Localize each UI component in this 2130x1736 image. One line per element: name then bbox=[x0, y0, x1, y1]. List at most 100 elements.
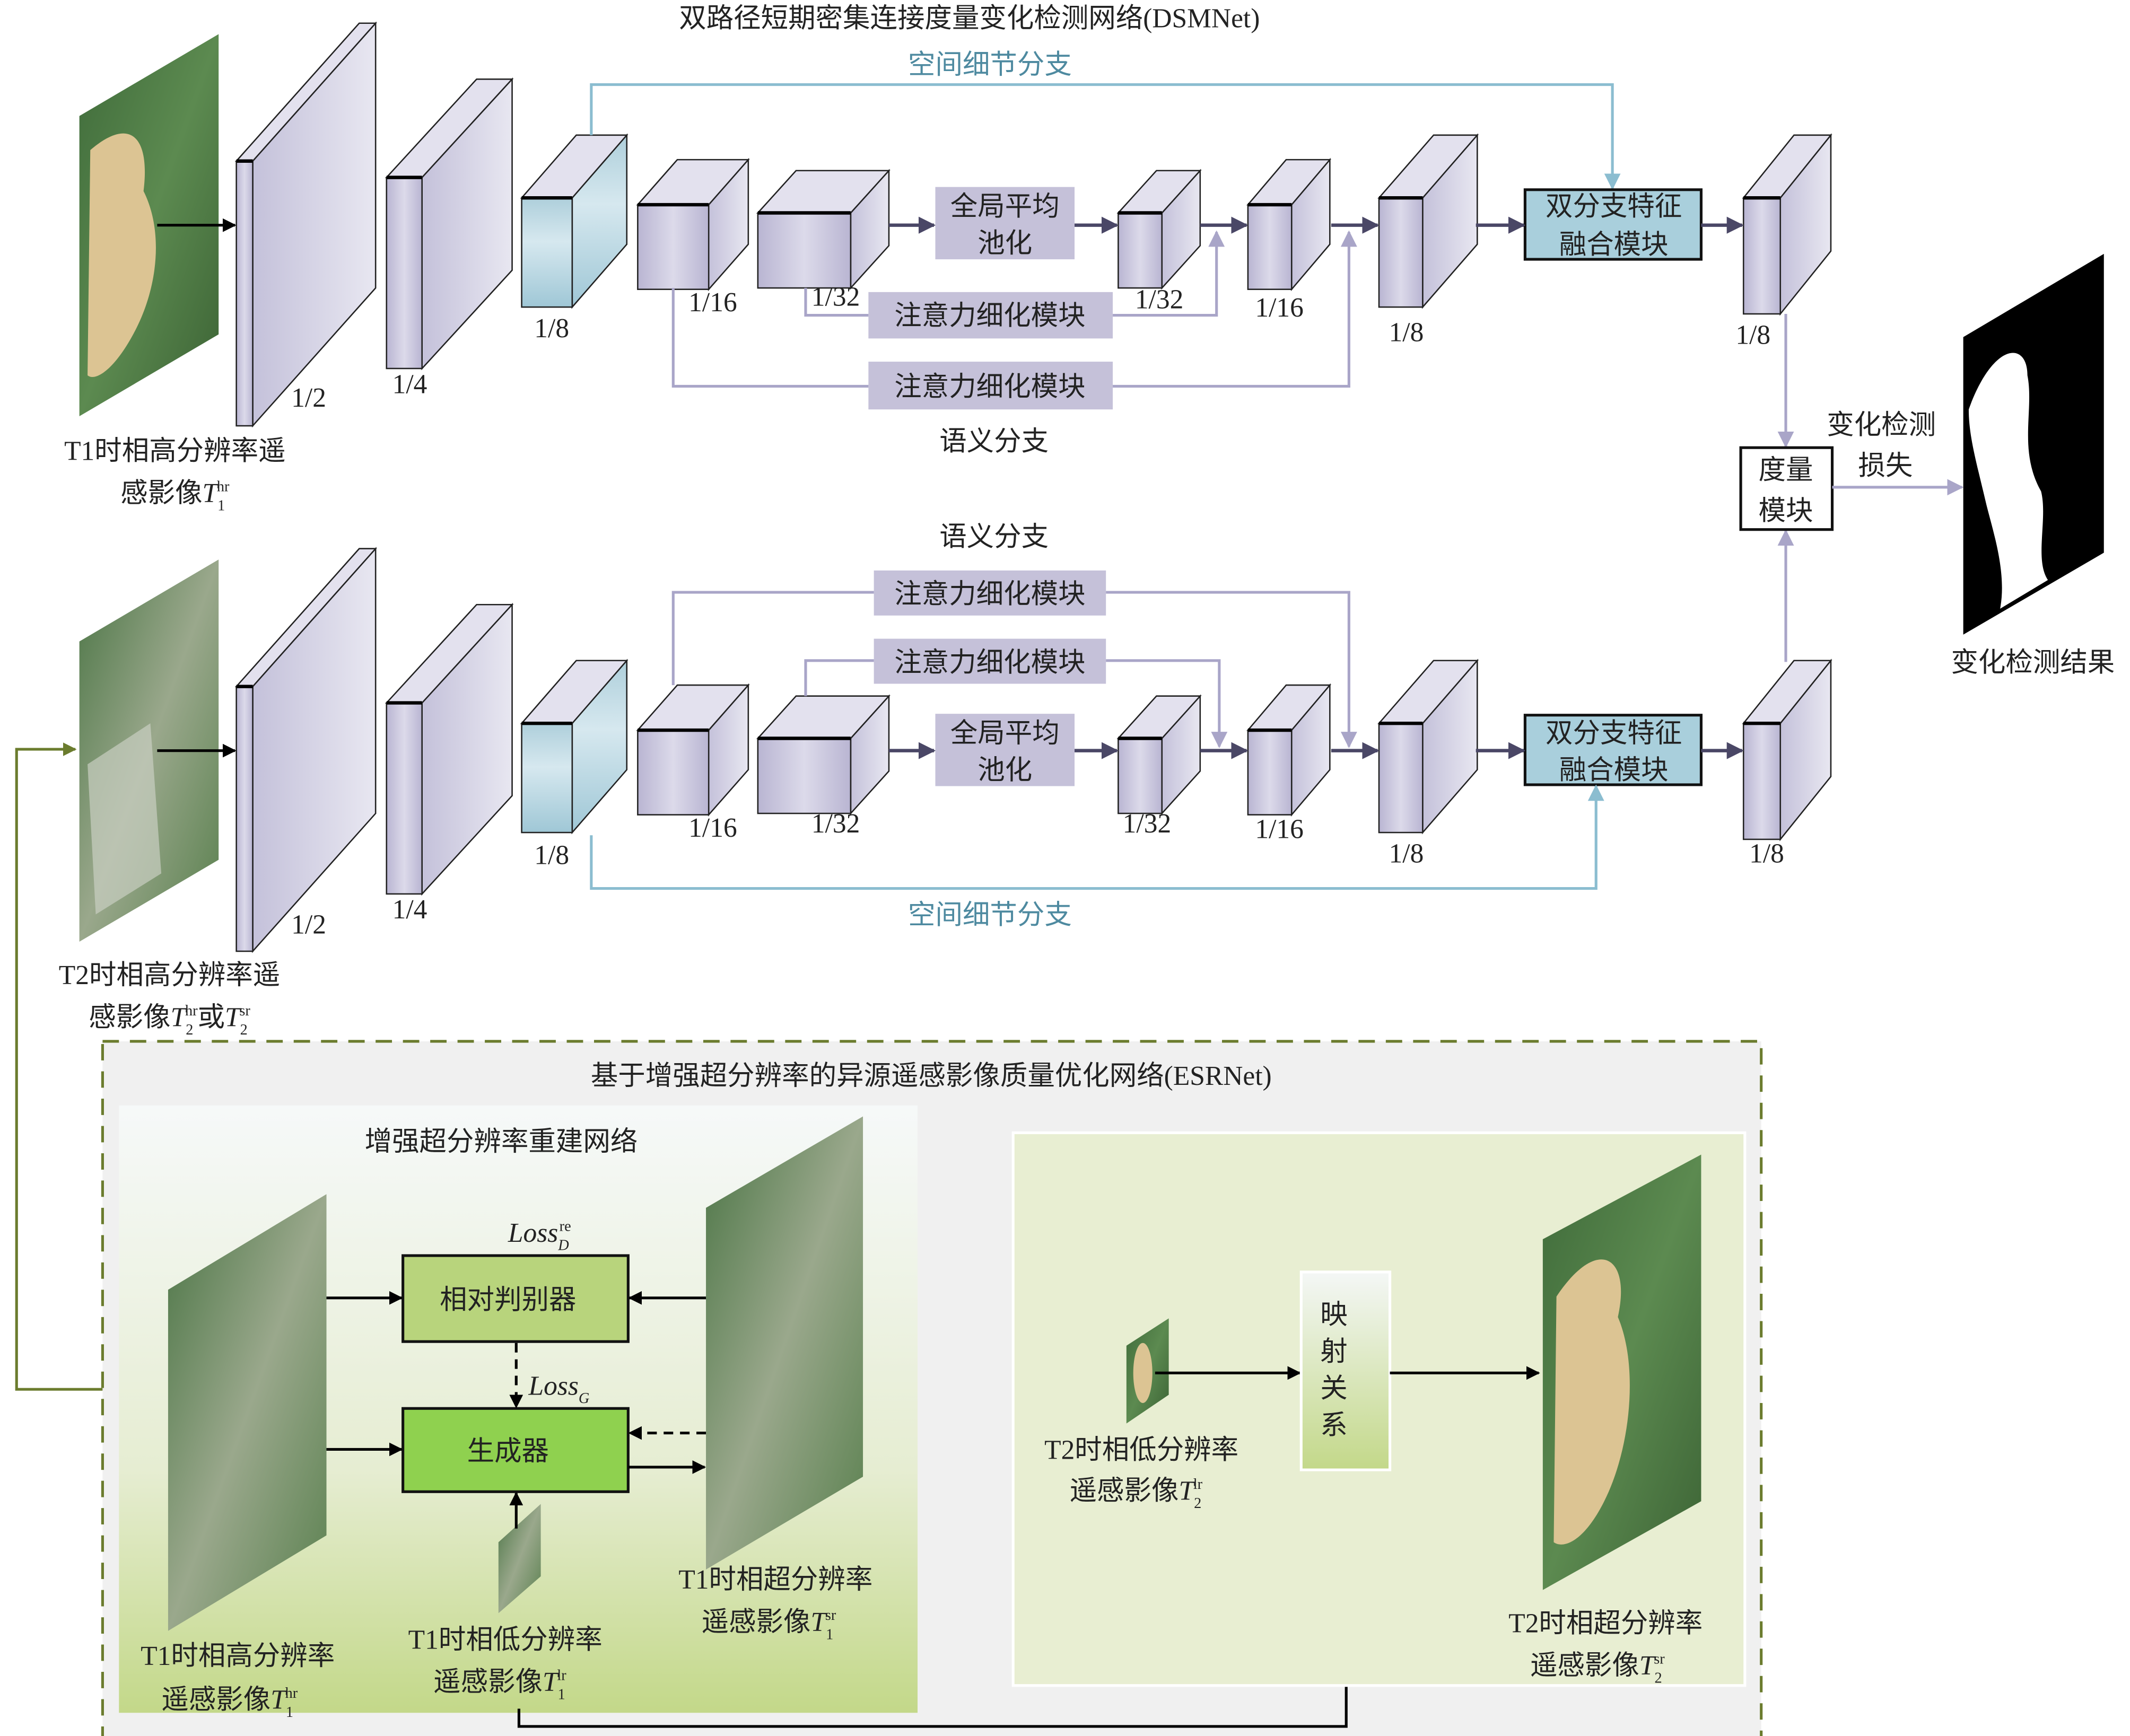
scale-label: 1/32 bbox=[811, 282, 860, 312]
cuboid-face bbox=[1247, 204, 1293, 290]
svg-text:池化: 池化 bbox=[977, 756, 1032, 786]
esrnet-title: 基于增强超分辨率的异源遥感影像质量优化网络(ESRNet) bbox=[591, 1061, 1272, 1091]
t2-feature-map-1-8-spatial bbox=[520, 659, 628, 835]
svg-text:双分支特征: 双分支特征 bbox=[1546, 718, 1682, 749]
svg-text:融合模块: 融合模块 bbox=[1559, 230, 1669, 260]
cuboid-face bbox=[757, 212, 852, 289]
global-average-pooling-block: 全局平均 池化 bbox=[935, 187, 1075, 260]
global-average-pooling-block: 全局平均 池化 bbox=[935, 714, 1075, 786]
svg-text:系: 系 bbox=[1320, 1410, 1347, 1441]
cuboid-face bbox=[1742, 197, 1782, 315]
svg-text:池化: 池化 bbox=[977, 229, 1032, 259]
t1-hr-esr-label: 遥感影像T1hr bbox=[161, 1685, 298, 1721]
t1-sr-label: T1时相超分辨率 bbox=[678, 1565, 872, 1595]
scale-label: 1/8 bbox=[1735, 320, 1770, 350]
semantic-branch-line bbox=[671, 288, 869, 388]
semantic-branch-line bbox=[671, 591, 874, 686]
generator: 生成器 bbox=[401, 1407, 630, 1493]
change-detection-loss-label: 变化检测 bbox=[1827, 410, 1936, 440]
svg-text:生成器: 生成器 bbox=[467, 1436, 549, 1467]
cuboid-face bbox=[1378, 197, 1424, 308]
cuboid-face bbox=[521, 722, 573, 834]
change-detection-result-label: 变化检测结果 bbox=[1951, 647, 2115, 678]
cuboid-face bbox=[757, 738, 852, 814]
metric-module: 度量 模块 bbox=[1739, 446, 1834, 531]
t1-hr-label: 感影像T1hr bbox=[120, 478, 230, 514]
svg-text:模块: 模块 bbox=[1759, 496, 1813, 527]
esrnet-output-line bbox=[15, 742, 103, 1391]
t1-feature-map-1-8-up bbox=[1377, 133, 1479, 309]
cuboid-face bbox=[1378, 722, 1424, 834]
t2-label: 感影像T2hr或T2sr bbox=[89, 1003, 250, 1038]
t2-feature-map-1-16 bbox=[636, 683, 750, 817]
semantic-branch-line bbox=[1106, 659, 1228, 749]
scale-label: 1/8 bbox=[534, 840, 569, 870]
t2-feature-map-1-32-up bbox=[1116, 694, 1202, 816]
t2-lr-label: 遥感影像T2lr bbox=[1070, 1476, 1203, 1512]
cuboid-face bbox=[235, 160, 254, 427]
loss-g-label: LossG bbox=[528, 1371, 589, 1407]
t2-feature-map-1-4 bbox=[385, 602, 514, 896]
cuboid-face bbox=[1742, 722, 1782, 840]
loss-d-label: LossDre bbox=[508, 1218, 571, 1253]
t2-feature-map-1-16-up bbox=[1246, 683, 1332, 817]
svg-text:注意力细化模块: 注意力细化模块 bbox=[894, 301, 1085, 331]
t1-lr-label: T1时相低分辨率 bbox=[408, 1625, 603, 1655]
semantic-branch-line bbox=[804, 659, 874, 696]
semantic-branch-label: 语义分支 bbox=[939, 522, 1049, 553]
t2-sr-label: T2时相超分辨率 bbox=[1508, 1608, 1703, 1638]
cuboid-face bbox=[235, 686, 254, 952]
reconstruction-panel-title: 增强超分辨率重建网络 bbox=[365, 1127, 638, 1157]
t2-feature-map-1-8-up bbox=[1377, 659, 1479, 835]
t2-feature-map-1-8-out bbox=[1742, 659, 1832, 841]
t1-lr-image bbox=[498, 1504, 541, 1614]
t1-hr-label: T1时相高分辨率遥 bbox=[64, 436, 285, 466]
scale-label: 1/8 bbox=[1749, 839, 1784, 869]
t2-label: T2时相高分辨率遥 bbox=[59, 960, 280, 990]
spatial-branch-line bbox=[590, 83, 1621, 190]
t2-lr-label: T2时相低分辨率 bbox=[1044, 1435, 1238, 1465]
cuboid-face bbox=[386, 702, 423, 895]
t1-feature-map-1-2 bbox=[234, 21, 378, 428]
scale-label: 1/32 bbox=[1135, 285, 1184, 315]
t2-lr-image bbox=[1126, 1318, 1169, 1424]
spatial-branch-line bbox=[590, 784, 1604, 890]
spatial-branch-label: 空间细节分支 bbox=[908, 50, 1072, 80]
svg-text:全局平均: 全局平均 bbox=[950, 718, 1060, 749]
scale-label: 1/4 bbox=[392, 895, 427, 925]
scale-label: 1/32 bbox=[811, 809, 860, 839]
t2-feature-map-1-32 bbox=[756, 694, 891, 816]
scale-label: 1/16 bbox=[688, 287, 737, 318]
svg-text:全局平均: 全局平均 bbox=[950, 192, 1060, 222]
semantic-branch-line bbox=[1113, 230, 1357, 388]
scale-label: 1/2 bbox=[291, 383, 326, 413]
svg-text:关: 关 bbox=[1320, 1374, 1347, 1404]
cuboid-face bbox=[637, 204, 710, 290]
attention-refinement-block: 注意力细化模块 bbox=[868, 292, 1113, 339]
scale-label: 1/16 bbox=[1255, 293, 1304, 323]
change-detection-result-image bbox=[1963, 253, 2104, 635]
scale-label: 1/16 bbox=[688, 813, 737, 843]
t1-hr-image-esr bbox=[168, 1194, 327, 1631]
dual-branch-fusion-module: 双分支特征 融合模块 bbox=[1523, 714, 1703, 786]
scale-label: 1/4 bbox=[392, 369, 427, 399]
t1-feature-map-1-16-up bbox=[1246, 157, 1332, 292]
t1-feature-map-1-8-out bbox=[1742, 133, 1832, 316]
dual-branch-fusion-module: 双分支特征 融合模块 bbox=[1523, 188, 1703, 261]
t2-image bbox=[79, 559, 219, 942]
scale-label: 1/8 bbox=[1389, 317, 1424, 347]
svg-text:注意力细化模块: 注意力细化模块 bbox=[894, 580, 1085, 610]
semantic-branch-line bbox=[1106, 591, 1357, 749]
svg-text:映: 映 bbox=[1320, 1300, 1347, 1330]
svg-text:注意力细化模块: 注意力细化模块 bbox=[894, 372, 1085, 402]
svg-text:注意力细化模块: 注意力细化模块 bbox=[894, 647, 1085, 678]
mapping-relation-block: 映 射 关 系 bbox=[1299, 1270, 1392, 1471]
attention-refinement-block: 注意力细化模块 bbox=[874, 570, 1106, 616]
semantic-branch-label: 语义分支 bbox=[939, 426, 1049, 457]
t1-hr-image bbox=[79, 34, 219, 417]
change-detection-loss-label: 损失 bbox=[1858, 451, 1913, 481]
scale-label: 1/8 bbox=[534, 313, 569, 344]
dsmnet-title: 双路径短期密集连接度量变化检测网络(DSMNet) bbox=[679, 3, 1260, 33]
scale-label: 1/32 bbox=[1123, 809, 1172, 839]
